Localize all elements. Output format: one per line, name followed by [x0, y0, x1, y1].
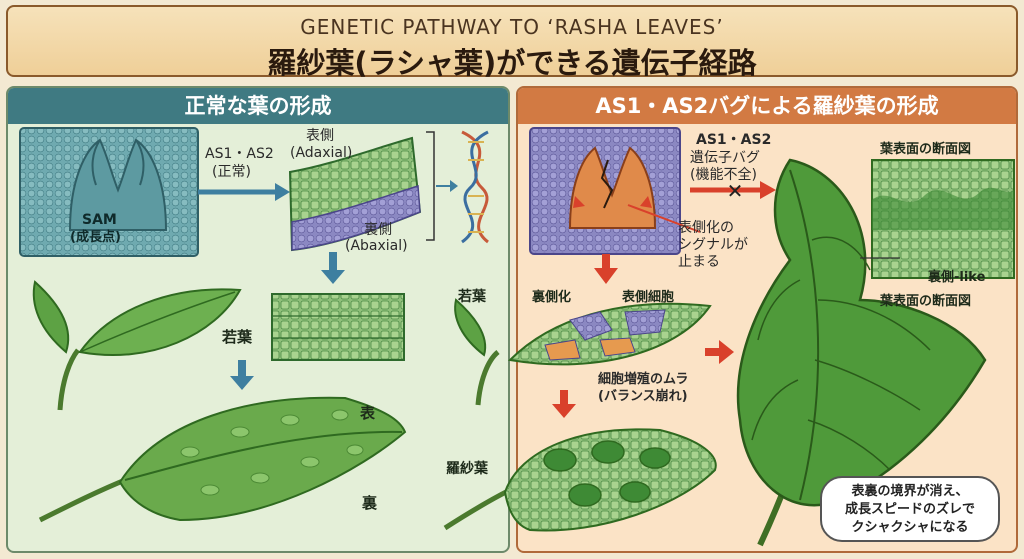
bubble-line1: 表裏の境界が消え、: [851, 484, 969, 499]
uneven-growth-line2: (バランス崩れ): [598, 389, 688, 404]
normal-signal-arrow: [198, 183, 290, 201]
as-normal-sub-label: (正常): [212, 164, 251, 180]
sam-label: SAM: [82, 212, 117, 228]
bubble-line3: クシャクシャになる: [851, 520, 969, 535]
uneven-growth-line1: 細胞増殖のムラ: [598, 372, 689, 387]
signal-pointer: [627, 204, 701, 233]
abaxialized-label: 裏側化: [532, 290, 572, 305]
adaxial-label: 表側: [306, 128, 334, 144]
title-english: GENETIC PATHWAY TO ‘RASHA LEAVES’: [300, 15, 724, 39]
young-leaf-illustration: [32, 280, 242, 411]
arrow-down-rasha: [552, 390, 576, 418]
adaxial-abaxial-layer: [288, 136, 422, 252]
front-label: 表: [360, 404, 376, 422]
sam-illustration: [19, 127, 199, 257]
arrow-to-big-leaf: [705, 340, 734, 364]
arrow-down-2: [230, 360, 254, 390]
as-bug-line2: 遺伝子バグ: [690, 150, 760, 166]
rasha-leaf-small-illustration: [443, 428, 717, 532]
back-label: 裏: [362, 494, 378, 512]
young-leaf-bug-illustration: [454, 298, 712, 406]
signal-line1: 表側化の: [678, 220, 734, 236]
rasha-leaf-label: 羅紗葉: [446, 461, 488, 477]
as-bug-label: AS1・AS2: [696, 132, 772, 148]
normal-panel-heading: 正常な葉の形成: [8, 88, 508, 124]
bracket: [426, 131, 458, 241]
dna-icon: [461, 130, 489, 244]
leaf-tissue-block: [271, 293, 405, 361]
young-leaf-bug-label: 若葉: [458, 289, 486, 305]
section-bottom-label: 葉表面の断面図: [880, 294, 972, 309]
abaxial-like-label: 裏側-like: [928, 270, 986, 285]
title-japanese: 羅紗葉(ラシャ葉)ができる遺伝子経路: [267, 46, 757, 80]
mature-leaf-illustration: [38, 396, 407, 523]
bug-arrow-down: [594, 254, 618, 284]
bubble-line2: 成長スピードのズレで: [844, 502, 975, 517]
rasha-panel-heading: AS1・AS2バグによる羅紗葉の形成: [518, 88, 1016, 124]
signal-line3: 止まる: [678, 254, 720, 270]
section-top-label: 葉表面の断面図: [880, 142, 972, 157]
title-banner: GENETIC PATHWAY TO ‘RASHA LEAVES’ 羅紗葉(ラシ…: [6, 5, 1018, 80]
signal-line2: シグナルが: [678, 237, 748, 253]
explanation-bubble: 表裏の境界が消え、 成長スピードのズレで クシャクシャになる: [820, 476, 1000, 542]
adaxial-sub-label: (Adaxial): [290, 145, 353, 161]
svg-text:✕: ✕: [727, 179, 744, 203]
as-bug-line3: (機能不全): [690, 167, 757, 183]
leaf-cross-section: [860, 159, 1015, 279]
sam-bug-illustration: [529, 127, 681, 255]
abaxial-label: 裏側: [364, 222, 392, 238]
abaxial-sub-label: (Abaxial): [345, 238, 408, 254]
bug-arrow-right: ✕: [690, 179, 776, 203]
young-leaf-label: 若葉: [222, 328, 253, 346]
sam-sub-label: (成長点): [70, 230, 121, 245]
as-normal-label: AS1・AS2: [205, 146, 274, 162]
adaxial-cell-label: 表側細胞: [622, 290, 675, 305]
arrow-down-1: [321, 252, 345, 284]
